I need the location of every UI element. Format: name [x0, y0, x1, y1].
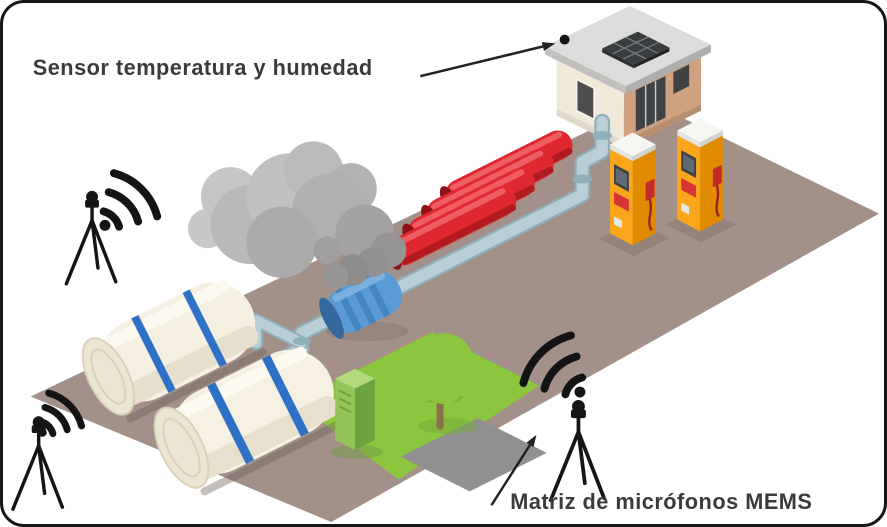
red-pipe: [383, 186, 517, 270]
tree: [405, 333, 480, 435]
sensor-arrowhead: [541, 42, 556, 51]
temperature-humidity-sensor-dot: [559, 34, 570, 45]
wifi-signal: [99, 169, 162, 231]
red-pipe-bank: [383, 130, 573, 270]
mems-microphone-tripod: [548, 398, 606, 503]
mems-arrowhead: [526, 434, 537, 448]
mems-annotation: Matriz de micrófonos MEMS: [490, 434, 812, 514]
compressor-pump: [319, 271, 403, 339]
storage-tank: [153, 346, 347, 496]
storage-tank: [81, 280, 268, 423]
building-door: [575, 77, 596, 122]
smoke-cloud: [187, 141, 407, 289]
pavement-pad: [400, 418, 547, 492]
building-window: [673, 64, 690, 94]
roof-panel: [602, 31, 670, 69]
sensor-annotation: Sensor temperatura y humedad: [33, 42, 556, 80]
wifi-signal: [519, 331, 587, 399]
building-window: [635, 76, 666, 132]
industrial-plant-illustration: Sensor temperatura y humedad Matriz de m…: [11, 5, 879, 523]
utility-cabinet: [331, 368, 383, 459]
mems-microphone-tripod: [64, 189, 118, 286]
sensor-label: Sensor temperatura y humedad: [33, 55, 373, 80]
station-building: [544, 5, 711, 149]
mems-label: Matriz de micrófonos MEMS: [510, 489, 812, 514]
